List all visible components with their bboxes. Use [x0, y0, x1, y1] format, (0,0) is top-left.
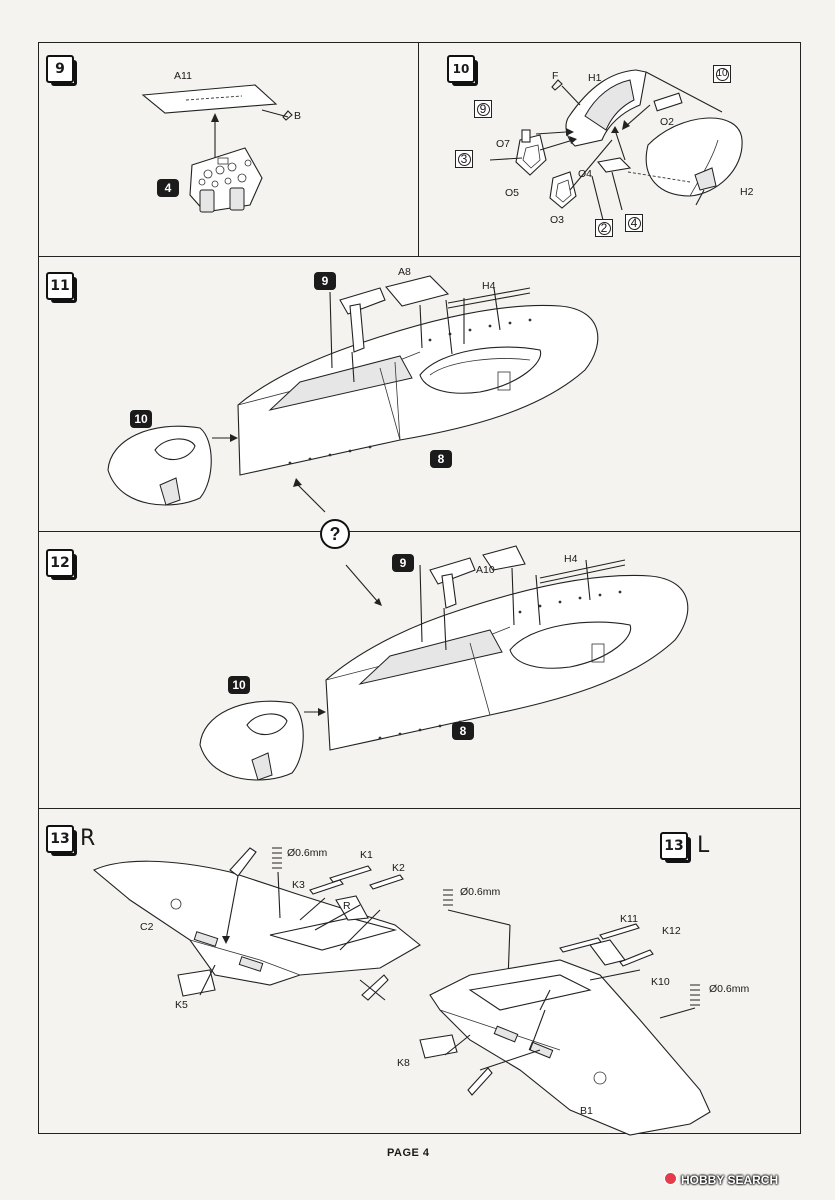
step13r-drawing [92, 847, 511, 1001]
part-k8-label: K8 [397, 1057, 410, 1069]
part-k2-label: K2 [392, 862, 405, 874]
drill-06-label-1: Ø0.6mm [287, 847, 328, 859]
part-h4-label-12: H4 [564, 553, 578, 565]
step10-drawing [489, 69, 743, 225]
part-b1-label: B1 [580, 1105, 593, 1117]
part-h1-label: H1 [588, 72, 602, 84]
part-o2-label: O2 [660, 116, 675, 128]
page-label: PAGE [387, 1147, 420, 1159]
step-11-badge: 11 [46, 272, 77, 303]
divider-vertical [418, 42, 419, 256]
alternative-choice-mark: ? [320, 519, 350, 549]
color-ref-2: 2 [595, 219, 613, 237]
step-10-badge: 10 [447, 55, 478, 86]
step-13r-badge: 13 [46, 825, 77, 856]
part-k11-label: K11 [620, 913, 638, 925]
drill-06-label-3: Ø0.6mm [709, 983, 750, 995]
step-9-badge: 9 [46, 55, 77, 86]
step9-drawing [141, 84, 293, 213]
substep-10-badge: 10 [130, 410, 152, 428]
part-k12-label: K12 [662, 925, 681, 937]
part-a11-label: A11 [174, 70, 192, 82]
part-k3-label: K3 [292, 879, 305, 891]
part-b-label: B [294, 110, 302, 122]
part-o7-label: O7 [496, 138, 511, 150]
part-h4-label: H4 [482, 280, 496, 292]
substep-10-badge-12: 10 [228, 676, 250, 694]
part-o3-label: O3 [550, 214, 565, 226]
part-a10-label: A10 [476, 564, 495, 576]
part-r-marker: R [343, 900, 351, 912]
part-k5-label: K5 [175, 999, 188, 1011]
color-ref-9: 9 [474, 100, 492, 118]
step11-drawing [107, 275, 599, 513]
color-ref-4: 4 [625, 214, 643, 232]
step12-drawing [199, 545, 689, 781]
page-value: 4 [422, 1147, 430, 1159]
color-ref-3: 3 [455, 150, 473, 168]
divider-step10-11 [38, 256, 801, 257]
side-r-label: R [80, 826, 96, 851]
part-a8-label: A8 [398, 266, 411, 278]
substep-8-badge-12: 8 [452, 722, 474, 740]
part-c2-label: C2 [140, 921, 154, 933]
drill-06-label-2: Ø0.6mm [460, 886, 501, 898]
watermark-text: HOBBY SEARCH [681, 1173, 779, 1187]
color-ref-10: 10 [713, 65, 731, 83]
step-13l-badge: 13 [660, 832, 691, 863]
step13l-drawing [419, 923, 711, 1136]
page-number: PAGE 4 [387, 1147, 430, 1159]
substep-9-badge: 9 [314, 272, 336, 290]
side-l-label: L [697, 833, 710, 858]
substep-9-badge-12: 9 [392, 554, 414, 572]
step-12-badge: 12 [46, 549, 77, 580]
substep-4-badge: 4 [157, 179, 179, 197]
part-h2-label: H2 [740, 186, 754, 198]
watermark-logo-icon [664, 1172, 677, 1185]
part-o5-label: O5 [505, 187, 520, 199]
watermark: HOBBY SEARCH [664, 1172, 778, 1187]
part-f-label: F [552, 70, 559, 82]
part-k1-label: K1 [360, 849, 373, 861]
substep-8-badge: 8 [430, 450, 452, 468]
page-frame [38, 42, 801, 1134]
divider-step12-13 [38, 808, 801, 809]
part-o4-label: O4 [578, 168, 593, 180]
part-k10-label: K10 [651, 976, 670, 988]
divider-step11-12 [38, 531, 801, 532]
